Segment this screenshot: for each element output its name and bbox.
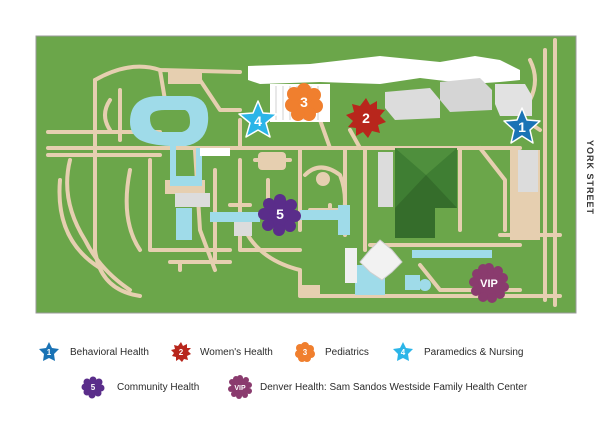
pavilion-building	[378, 152, 393, 207]
legend-badge-label: 4	[401, 348, 406, 357]
buildings	[175, 56, 538, 283]
legend-item-vip: VIP Denver Health: Sam Sandos Westside F…	[228, 375, 528, 399]
star-roof-building	[359, 239, 403, 281]
legend-text: Women's Health	[200, 347, 273, 358]
east-building	[518, 150, 538, 192]
marker-community-health[interactable]: 5	[258, 194, 301, 236]
legend-badge-label: 1	[47, 348, 52, 357]
legend-badge-label: 2	[179, 348, 184, 357]
marker-label: 4	[254, 113, 262, 129]
star-badge-icon	[39, 342, 59, 361]
marker-behavioral-health[interactable]: 1	[503, 107, 541, 144]
marker-vip[interactable]: VIP	[469, 263, 509, 303]
marker-label: 1	[518, 119, 526, 135]
gray-building-c	[495, 84, 532, 116]
legend-text: Pediatrics	[325, 347, 369, 358]
legend-item-community-health: 5 Community Health	[81, 376, 199, 399]
main-hospital-building	[248, 56, 520, 84]
marker-womens-health[interactable]: 2	[346, 98, 386, 138]
legend: 1 Behavioral Health 2 Women's Health 3 P…	[39, 342, 528, 399]
legend-text: Behavioral Health	[70, 347, 149, 358]
scallop-badge-icon	[469, 263, 509, 303]
gray-building-a	[385, 88, 440, 120]
map-area: YORK STREET 1 2 3	[35, 35, 595, 314]
marker-pediatrics[interactable]: 3	[285, 83, 323, 121]
legend-item-pediatrics: 3 Pediatrics	[295, 342, 369, 362]
legend-item-womens-health: 2 Women's Health	[171, 342, 273, 362]
star-badge-icon	[503, 107, 541, 144]
marker-label: 3	[300, 94, 308, 110]
flower-badge-icon	[285, 83, 323, 121]
annex-building	[175, 193, 210, 207]
star-badge-icon	[238, 100, 278, 138]
starburst-badge-icon	[171, 342, 191, 362]
star-badge-icon	[393, 342, 413, 361]
marker-label: 5	[276, 206, 284, 222]
legend-badge-label: 5	[91, 383, 96, 392]
flower-badge-icon	[295, 342, 315, 362]
scallop-badge-icon	[228, 375, 252, 399]
marker-paramedics-nursing[interactable]: 4	[238, 100, 278, 138]
legend-item-behavioral-health: 1 Behavioral Health	[39, 342, 149, 361]
marker-label: VIP	[480, 278, 498, 290]
blob-badge-icon	[258, 194, 301, 236]
starburst-badge-icon	[346, 98, 386, 138]
legend-text: Community Health	[117, 382, 199, 393]
marker-label: 2	[362, 110, 370, 126]
small-building	[234, 222, 252, 236]
blob-badge-icon	[81, 376, 105, 399]
legend-item-paramedics-nursing: 4 Paramedics & Nursing	[393, 342, 523, 361]
legend-text: Denver Health: Sam Sandos Westside Famil…	[260, 382, 528, 393]
map-markers: 1 2 3 4	[238, 83, 541, 303]
legend-text: Paramedics & Nursing	[424, 347, 523, 358]
legend-badge-label: VIP	[234, 385, 246, 392]
gray-building-b	[440, 78, 492, 112]
street-label: YORK STREET	[585, 140, 595, 215]
legend-badge-label: 3	[303, 348, 308, 357]
water-features	[130, 96, 492, 295]
central-lawn	[395, 148, 457, 238]
